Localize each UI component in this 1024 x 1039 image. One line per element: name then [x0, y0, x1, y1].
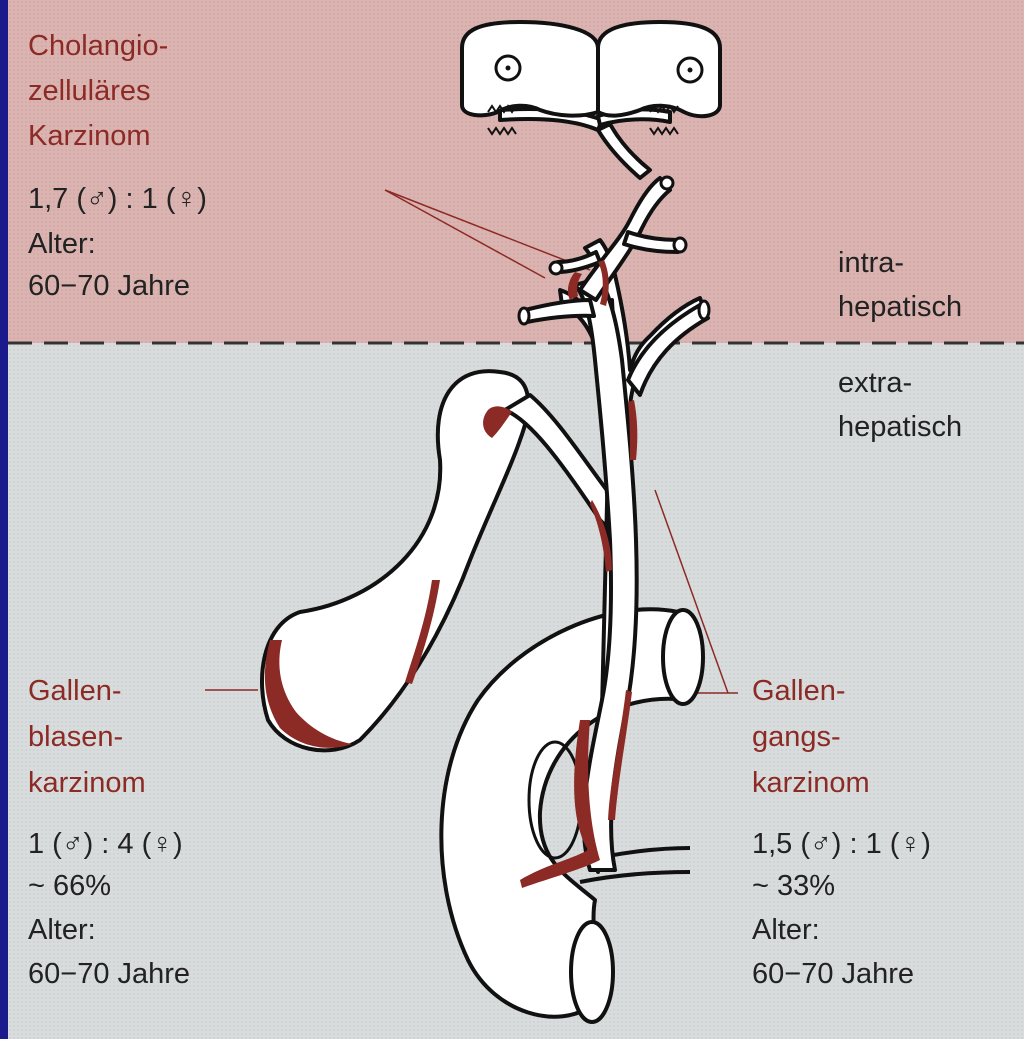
intrahepatic-label: intra- hepatisch — [838, 241, 962, 329]
gallbladder-age-value: 60−70 Jahre — [28, 956, 190, 992]
cholangio-title: Cholangio- zelluläres Karzinom — [28, 24, 168, 159]
bileduct-share: ~ 33% — [752, 868, 835, 904]
extrahepatic-label: extra- hepatisch — [838, 361, 962, 449]
bileduct-age-value: 60−70 Jahre — [752, 956, 914, 992]
hepatocyte-cells — [462, 22, 720, 116]
bileduct-ratio: 1,5 (♂) : 1 (♀) — [752, 826, 931, 862]
gallbladder-title: Gallen- blasen- karzinom — [28, 668, 146, 806]
gallbladder-share: ~ 66% — [28, 868, 111, 904]
gallbladder-ratio: 1 (♂) : 4 (♀) — [28, 826, 183, 862]
cholangio-ratio: 1,7 (♂) : 1 (♀) — [28, 181, 207, 217]
cholangio-age-value: 60−70 Jahre — [28, 268, 190, 304]
cholangio-age-label: Alter: — [28, 226, 96, 262]
gallbladder-age-label: Alter: — [28, 912, 96, 948]
bileduct-title: Gallen- gangs- karzinom — [752, 668, 870, 806]
bileduct-age-label: Alter: — [752, 912, 820, 948]
